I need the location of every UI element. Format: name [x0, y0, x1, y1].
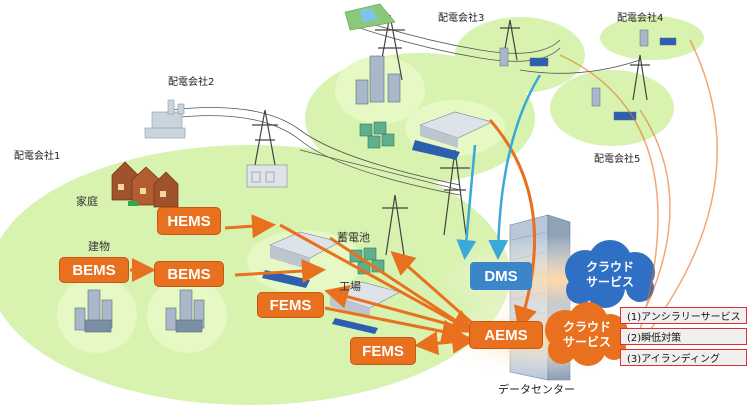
substation-icon [246, 164, 288, 188]
power-plant-icon [144, 99, 186, 139]
cloud-bottom [545, 302, 628, 366]
datacenter-label: データセンター [498, 383, 575, 396]
cloud-top-text: クラウド サービス [578, 260, 642, 290]
bems-box-left[interactable]: BEMS [60, 258, 128, 282]
area-company4 [600, 16, 704, 60]
cloud-top-line1: クラウド [585, 260, 634, 274]
cloud-bottom-line1: クラウド [562, 320, 611, 334]
company-label-5: 配電会社5 [594, 154, 641, 165]
dms-box[interactable]: DMS [470, 262, 532, 290]
aems-box[interactable]: AEMS [470, 322, 542, 348]
fems-box-upper[interactable]: FEMS [258, 293, 323, 317]
company-label-1: 配電会社1 [14, 151, 61, 162]
area-company3b [455, 17, 585, 93]
company-label-4: 配電会社4 [617, 13, 664, 24]
fems-box-lower[interactable]: FEMS [351, 338, 415, 364]
area-company5 [550, 70, 674, 146]
building-cluster-top [355, 55, 401, 105]
cloud-top-line2: サービス [585, 275, 634, 289]
dam-icon [344, 3, 396, 31]
place-label-home: 家庭 [76, 195, 98, 208]
factory-icon [262, 231, 341, 288]
house-icon [111, 161, 179, 208]
bems-box-right[interactable]: BEMS [155, 262, 223, 286]
cloud-top [565, 240, 655, 308]
service-item-3: (3)アイランディング [620, 349, 747, 366]
building-cluster-right [165, 289, 205, 333]
cloud-bottom-line2: サービス [562, 335, 611, 349]
service-item-1: (1)アンシラリーサービス [620, 307, 747, 324]
company-label-2: 配電会社2 [168, 77, 215, 88]
hems-box[interactable]: HEMS [158, 208, 220, 234]
company-label-3: 配電会社3 [438, 13, 485, 24]
building-cluster-left [74, 289, 113, 333]
cloud-bottom-text: クラウド サービス [555, 320, 619, 350]
place-label-building: 建物 [88, 240, 110, 253]
service-item-2: (2)瞬低対策 [620, 328, 747, 345]
place-label-factory: 工場 [339, 280, 361, 293]
place-label-battery: 蓄電池 [337, 231, 370, 244]
battery-icon-2 [359, 121, 395, 149]
